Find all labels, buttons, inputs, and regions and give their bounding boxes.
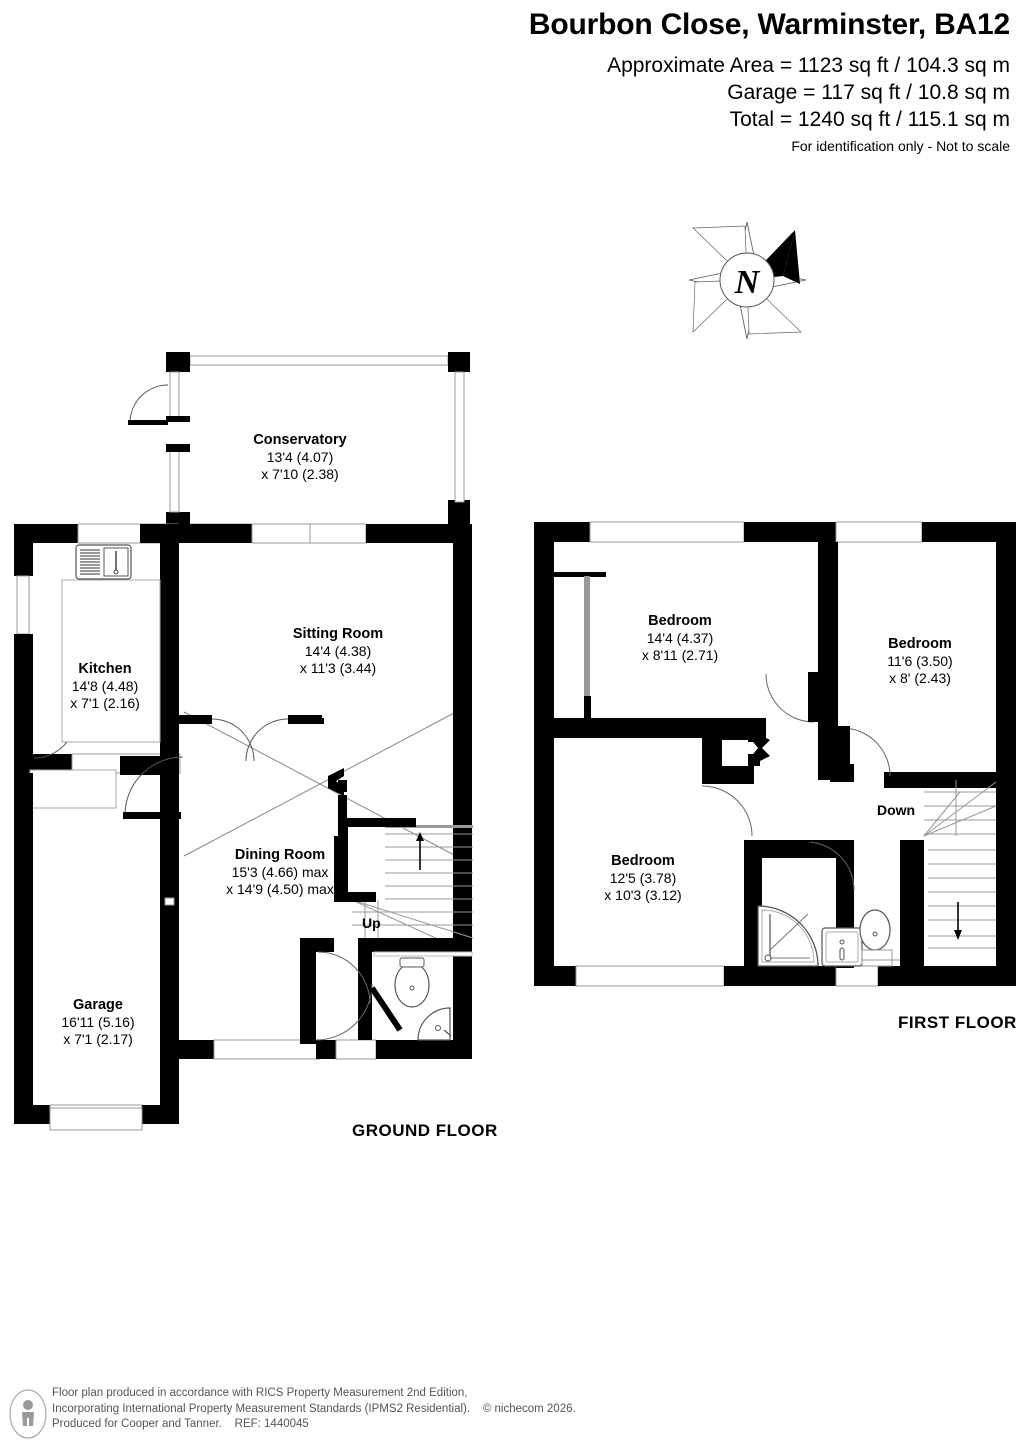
footer-copyright: © nichecom 2026. (482, 1402, 576, 1415)
compass-rose-icon: N (685, 218, 810, 343)
room-name: Dining Room (234, 847, 326, 863)
room-name: Bedroom (888, 636, 952, 652)
footer-line-3: Produced for Cooper and Tanner. (52, 1418, 222, 1430)
stair-direction-down-label: Down (877, 802, 916, 818)
room-dim-1: 12'5 (3.78) (609, 870, 677, 886)
footer-line-2: Incorporating International Property Mea… (52, 1402, 471, 1415)
scale-notice: For identification only - Not to scale (791, 138, 1010, 154)
room-name: Conservatory (253, 432, 347, 448)
room-dim-1: 14'4 (4.38) (304, 643, 372, 659)
footer-ref: REF: 1440045 (234, 1418, 309, 1430)
room-dim-2: x 14'9 (4.50) max (226, 881, 334, 897)
ground-floor-label: GROUND FLOOR (352, 1121, 498, 1140)
area-summary: Approximate Area = 1123 sq ft / 104.3 sq… (0, 52, 1010, 133)
room-dim-2: x 8'11 (2.71) (641, 647, 719, 663)
room-label-dining-room: Dining Room 15'3 (4.66) max x 14'9 (4.50… (180, 847, 380, 898)
room-name: Sitting Room (292, 626, 384, 642)
room-name: Bedroom (611, 853, 675, 869)
room-label-garage: Garage 16'11 (5.16) x 7'1 (2.17) (13, 997, 183, 1048)
room-label-conservatory: Conservatory 13'4 (4.07) x 7'10 (2.38) (200, 432, 400, 483)
room-label-bedroom-1: Bedroom 14'4 (4.37) x 8'11 (2.71) (580, 613, 780, 664)
room-dim-1: 13'4 (4.07) (266, 449, 334, 465)
room-dim-2: x 8' (2.43) (889, 670, 951, 686)
compass-north-label: N (734, 264, 761, 301)
room-dim-2: x 7'1 (2.16) (70, 695, 140, 711)
room-label-sitting-room: Sitting Room 14'4 (4.38) x 11'3 (3.44) (238, 626, 438, 677)
room-dim-1: 11'6 (3.50) (887, 653, 953, 669)
room-dim-2: x 11'3 (3.44) (299, 660, 377, 676)
room-name: Garage (73, 997, 123, 1013)
garage-area-line: Garage = 117 sq ft / 10.8 sq m (727, 81, 1010, 104)
room-name: Kitchen (78, 661, 132, 677)
stair-direction-up-label: Up (362, 915, 381, 931)
room-name: Bedroom (648, 613, 712, 629)
room-dim-1: 14'4 (4.37) (646, 630, 714, 646)
room-label-bedroom-2: Bedroom 11'6 (3.50) x 8' (2.43) (830, 636, 1010, 687)
room-label-kitchen: Kitchen 14'8 (4.48) x 7'1 (2.16) (20, 661, 190, 712)
ground-floor-plan (0, 340, 500, 1140)
room-dim-1: 15'3 (4.66) max (231, 864, 329, 880)
total-area-line: Total = 1240 sq ft / 115.1 sq m (729, 108, 1010, 131)
room-dim-2: x 10'3 (3.12) (604, 887, 682, 903)
first-floor-label: FIRST FLOOR (898, 1013, 1017, 1032)
room-dim-1: 16'11 (5.16) (61, 1014, 135, 1030)
person-badge-icon (8, 1388, 48, 1440)
room-dim-2: x 7'1 (2.17) (63, 1031, 133, 1047)
page-title: Bourbon Close, Warminster, BA12 (528, 8, 1010, 41)
room-dim-1: 14'8 (4.48) (71, 678, 139, 694)
first-floor-plan (530, 510, 1020, 1000)
footer-line-1: Floor plan produced in accordance with R… (52, 1387, 468, 1399)
room-dim-2: x 7'10 (2.38) (261, 466, 339, 482)
approximate-area-line: Approximate Area = 1123 sq ft / 104.3 sq… (607, 54, 1010, 77)
room-label-bedroom-3: Bedroom 12'5 (3.78) x 10'3 (3.12) (543, 853, 743, 904)
footer-text: Floor plan produced in accordance with R… (52, 1386, 576, 1433)
